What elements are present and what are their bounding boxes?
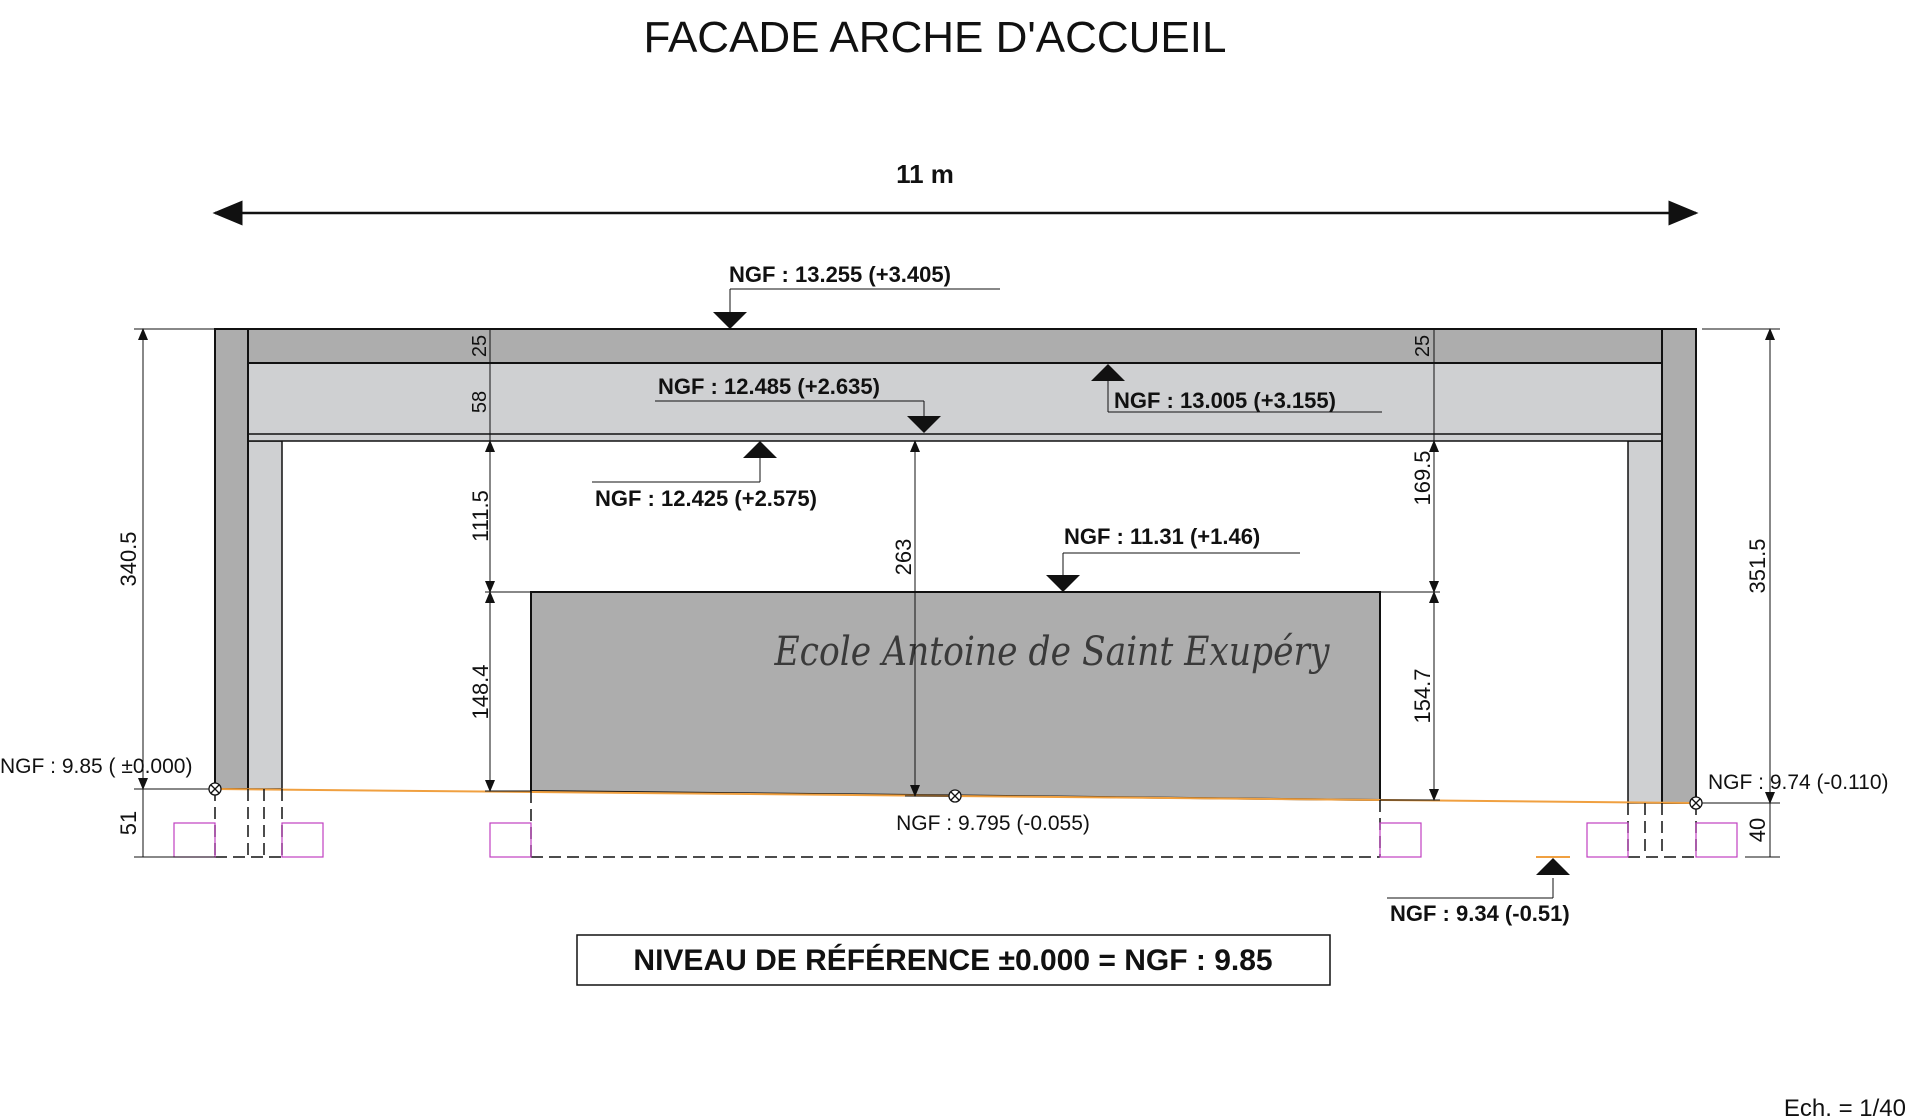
overall-width-label: 11 m — [896, 159, 954, 189]
dimension-labels: 340.5 51 351.5 40 25 58 111.5 148.4 25 1… — [116, 335, 1770, 842]
reference-note: NIVEAU DE RÉFÉRENCE ±0.000 = NGF : 9.85 — [633, 943, 1272, 977]
level-markers — [592, 288, 1570, 899]
level-beam-bottom-up: NGF : 12.425 (+2.575) — [595, 486, 817, 511]
dim-beam-top-left: 25 — [469, 335, 491, 357]
dim-center: 263 — [891, 539, 916, 576]
dim-beam-band: 58 — [469, 391, 491, 413]
level-foundation: NGF : 9.34 (-0.51) — [1390, 901, 1570, 926]
left-post — [214, 328, 249, 790]
level-beam-bottom-down: NGF : 12.485 (+2.635) — [658, 374, 880, 399]
beam-band — [247, 362, 1663, 442]
right-post — [1661, 328, 1697, 804]
dim-left-total: 340.5 — [116, 531, 141, 586]
survey-points — [208, 782, 1703, 810]
level-ground-left: NGF : 9.85 ( ±0.000) — [0, 755, 192, 778]
right-post-inner — [1627, 440, 1663, 804]
level-panel-top: NGF : 11.31 (+1.46) — [1064, 524, 1260, 549]
dim-right-total: 351.5 — [1745, 538, 1770, 593]
dim-right-footing: 40 — [1745, 818, 1770, 842]
reference-box — [576, 934, 1331, 986]
dim-panel-left: 148.4 — [468, 664, 493, 719]
level-ground-mid: NGF : 9.795 (-0.055) — [896, 812, 1090, 835]
scale-label: Ech. = 1/40 — [1784, 1095, 1906, 1119]
top-beam — [214, 328, 1697, 364]
left-post-inner — [247, 440, 283, 790]
dim-gap-left: 111.5 — [468, 490, 493, 542]
dim-beam-top-right: 25 — [1412, 335, 1434, 357]
footing-pads — [173, 822, 1738, 858]
level-beam-inner-top: NGF : 13.005 (+3.155) — [1114, 388, 1336, 413]
dim-gap-right: 169.5 — [1410, 450, 1435, 505]
dim-left-footing: 51 — [116, 811, 141, 835]
level-top-beam: NGF : 13.255 (+3.405) — [729, 262, 951, 287]
dimension-lines — [134, 328, 1780, 858]
drawing-title: FACADE ARCHE D'ACCUEIL — [644, 13, 1227, 62]
sign-panel — [530, 591, 1381, 802]
dim-panel-right: 154.7 — [1410, 668, 1435, 723]
sign-text: Ecole Antoine de Saint Exupéry — [774, 629, 1331, 675]
level-ground-right: NGF : 9.74 (-0.110) — [1708, 771, 1889, 794]
arch-structure — [214, 328, 1697, 804]
